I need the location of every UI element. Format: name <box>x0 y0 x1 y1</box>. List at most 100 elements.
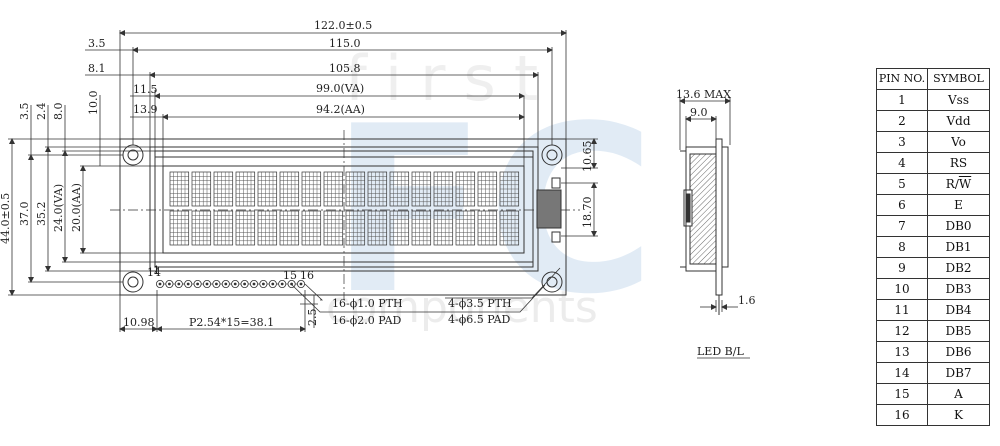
pin-symbol: DB5 <box>927 320 990 342</box>
dim-left-3-5: 3.5 <box>88 37 106 50</box>
pin-label-16: 16 <box>300 269 314 282</box>
pin-symbol: Vss <box>927 89 990 111</box>
dim-top-3-5: 3.5 <box>18 103 31 121</box>
dim-overall-width: 122.0±0.5 <box>314 19 372 32</box>
pin-number: 16 <box>876 404 928 426</box>
pcb-outline <box>119 138 567 296</box>
dim-right-18-70: 18.70 <box>581 197 594 229</box>
pin-symbol: RS <box>927 152 990 174</box>
pin-number: 6 <box>876 194 928 216</box>
pin-symbol: Vdd <box>927 110 990 132</box>
pin-hole <box>262 282 265 286</box>
pin-hole <box>177 282 181 286</box>
pin-symbol: R/W <box>927 173 990 195</box>
pin-symbol: DB6 <box>927 341 990 363</box>
pin-label-14: 14 <box>147 266 161 279</box>
pin-hole <box>271 282 275 286</box>
pin-symbol: DB1 <box>927 236 990 258</box>
pin-hole <box>158 282 162 286</box>
pin-pads <box>155 279 305 288</box>
pin-number: 1 <box>876 89 928 111</box>
dim-hole-pitch-height: 37.0 <box>18 202 31 227</box>
side-view <box>679 98 750 359</box>
dim-active-area-width: 94.2(AA) <box>316 103 365 116</box>
mounting-hole-bl <box>122 271 144 293</box>
dim-viewing-area-height: 24.0(VA) <box>52 184 65 232</box>
pin-symbol: DB4 <box>927 299 990 321</box>
bottom-dimensions <box>119 267 561 332</box>
pin-symbol: A <box>927 383 990 405</box>
right-dimensions <box>561 138 598 237</box>
side-view-labels: 13.6 MAX 9.0 1.6 LED B/L <box>676 88 756 358</box>
dim-viewing-area-width: 99.0(VA) <box>316 82 364 95</box>
pin-hole <box>186 282 190 286</box>
top-dimension-labels: 122.0±0.5 115.0 105.8 99.0(VA) 94.2(AA) … <box>88 19 372 116</box>
watermark-subtitle: components <box>326 282 598 333</box>
note-hole-pth: 4-ϕ3.5 PTH <box>448 297 512 310</box>
mounting-hole-tl <box>122 144 144 166</box>
pin-symbol: E <box>927 194 990 216</box>
bottom-dimension-labels: 10.98 P2.54*15=38.1 2.5 16-ϕ1.0 PTH 16-ϕ… <box>123 264 512 329</box>
pin-hole <box>215 282 218 286</box>
side-backlight <box>689 153 717 265</box>
lcd-mechanical-drawing: first FC components <box>0 19 756 359</box>
header-pin-no: PIN NO. <box>876 68 928 90</box>
pin-number: 12 <box>876 320 928 342</box>
pin-hole <box>205 282 209 286</box>
front-view <box>110 130 580 300</box>
pin-number: 4 <box>876 152 928 174</box>
right-dimension-labels: 10.65 18.70 <box>581 141 594 229</box>
dim-overall-height: 44.0±0.5 <box>0 193 12 244</box>
left-dimensions <box>8 95 163 296</box>
pin-table-header: PIN NO. SYMBOL <box>876 68 990 90</box>
character-cells <box>169 171 520 246</box>
pin-hole <box>168 282 171 286</box>
pin-number: 3 <box>876 131 928 153</box>
pin-number: 11 <box>876 299 928 321</box>
note-pin-pad: 16-ϕ2.0 PAD <box>332 314 402 327</box>
pin-hole <box>196 282 200 286</box>
pin-number: 13 <box>876 341 928 363</box>
pin-symbol: DB7 <box>927 362 990 384</box>
pin-label-1: 1 <box>153 264 160 277</box>
watermark-word: first <box>345 42 556 115</box>
header-symbol: SYMBOL <box>927 68 990 90</box>
dim-pcb-inner-width: 105.8 <box>329 62 361 75</box>
dim-left-8-1: 8.1 <box>88 62 106 75</box>
top-dimensions <box>85 30 567 166</box>
pin-symbol: DB3 <box>927 278 990 300</box>
dim-left-11-5: 11.5 <box>133 83 158 96</box>
pin-symbol: K <box>927 404 990 426</box>
dim-bezel-height: 35.2 <box>35 202 48 227</box>
dim-left-13-9: 13.9 <box>133 103 158 116</box>
pin-number: 5 <box>876 173 928 195</box>
pin-symbol: DB0 <box>927 215 990 237</box>
pin-number: 9 <box>876 257 928 279</box>
dim-top-8-0: 8.0 <box>52 103 65 121</box>
dim-hole-pitch-width: 115.0 <box>329 37 361 50</box>
dim-side-max: 13.6 MAX <box>676 88 731 101</box>
dim-side-depth: 9.0 <box>690 106 708 119</box>
pin-hole <box>224 282 228 286</box>
dim-active-area-height: 20.0(AA) <box>70 183 83 232</box>
dim-pin-pitch: P2.54*15=38.1 <box>189 316 274 329</box>
pin-number: 2 <box>876 110 928 132</box>
pin-number: 10 <box>876 278 928 300</box>
pin-hole <box>243 282 247 286</box>
pin-symbol: Vo <box>927 131 990 153</box>
